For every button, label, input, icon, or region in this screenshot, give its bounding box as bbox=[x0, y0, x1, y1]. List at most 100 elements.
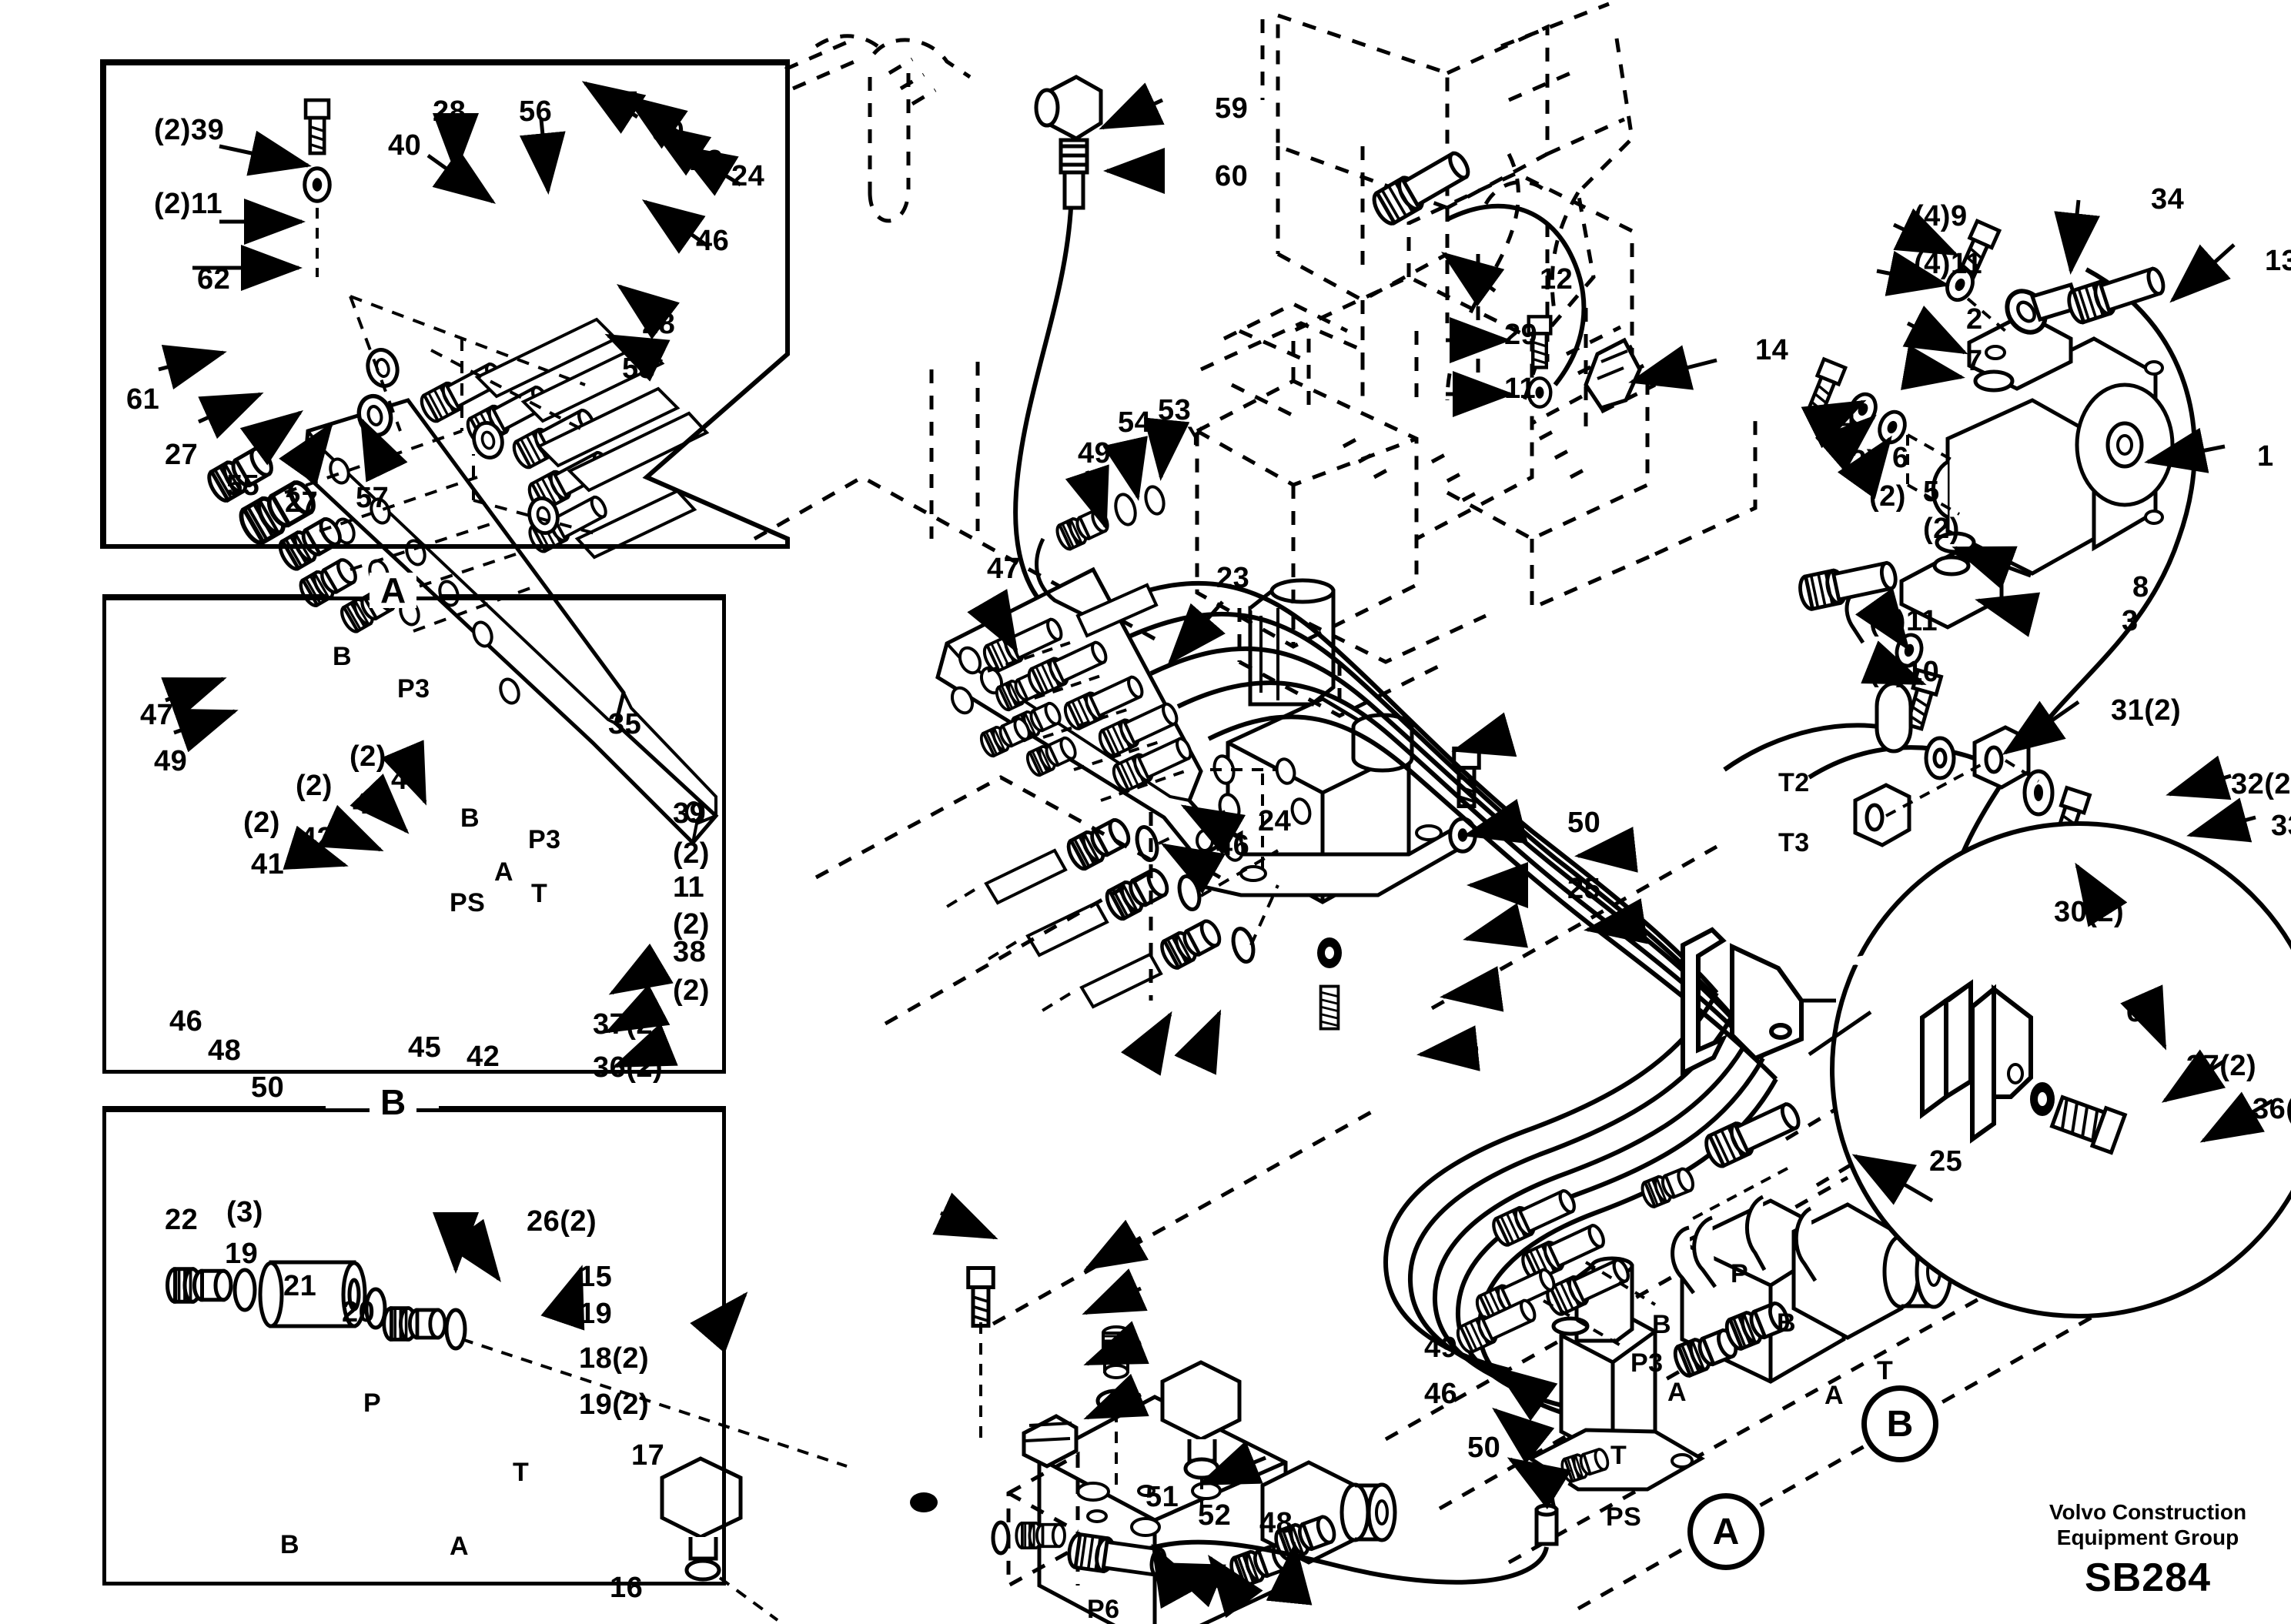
callout-detail-a-a-Bp: B bbox=[460, 804, 480, 833]
callout-pump-p-6: 6 bbox=[1892, 442, 1909, 474]
callout-detail-a-a-p2c: (2) bbox=[243, 807, 280, 839]
callout-detail-a-a-41: 41 bbox=[251, 848, 285, 881]
callout-detail-a-a-46: 46 bbox=[169, 1005, 203, 1038]
callout-main-m-51: 51 bbox=[1146, 1481, 1179, 1513]
callout-main-m-B: B bbox=[1652, 1310, 1672, 1339]
callout-detail-a-a-p2a: (2) bbox=[350, 740, 386, 773]
callout-pump-p-32: 32(2) bbox=[2231, 768, 2291, 800]
detail-b-rule-left bbox=[102, 1106, 326, 1110]
callout-detail-b-b-3: (3) bbox=[226, 1196, 263, 1228]
callout-main-m-60: 60 bbox=[1215, 160, 1249, 192]
callout-detail-a-a-36: 36(2) bbox=[593, 1051, 664, 1084]
callout-top-left-tl-60: 60 bbox=[651, 115, 685, 148]
callout-pump-p-1: 1 bbox=[2257, 440, 2274, 473]
callout-top-left-tl-24: 24 bbox=[731, 160, 765, 192]
top-left-panel-art bbox=[205, 100, 719, 846]
callout-detail-b-b-20: 20 bbox=[342, 1296, 376, 1328]
drawing-footer: Volvo Construction Equipment Group SB284 bbox=[2032, 1499, 2263, 1601]
callout-top-left-tl-23: 23 bbox=[690, 145, 724, 177]
callout-pump-p-11b: (4)11 bbox=[1869, 605, 1938, 637]
callout-main-m-A: A bbox=[1667, 1378, 1687, 1407]
callout-top-left-tl-57: 57 bbox=[356, 482, 390, 514]
callout-detail-b-b-19c: 19(2) bbox=[579, 1388, 650, 1421]
detail-a-header: A bbox=[370, 573, 417, 608]
callout-pump-p-33: 33(2) bbox=[2271, 810, 2291, 842]
callout-main-m-Bb: B bbox=[1777, 1308, 1797, 1338]
callout-circle-detail-c-63: 63 bbox=[2126, 996, 2160, 1028]
callout-detail-b-b-15: 15 bbox=[579, 1261, 613, 1293]
callout-top-left-tl-56: 56 bbox=[519, 95, 553, 128]
reference-marker-a-label: A bbox=[1712, 1511, 1740, 1552]
callout-top-left-tl-47: 47 bbox=[605, 86, 639, 119]
callout-detail-a-a-T: T bbox=[531, 879, 548, 908]
callout-detail-a-a-38n: (2) bbox=[673, 974, 710, 1007]
callout-detail-a-a-49: 49 bbox=[154, 745, 188, 777]
callout-main-m-Ab: A bbox=[1824, 1381, 1845, 1410]
callout-detail-a-a-p2b: (2) bbox=[296, 770, 333, 802]
callout-top-left-tl-27b: 27 bbox=[285, 486, 319, 519]
callout-main-m-11: 11 bbox=[1504, 373, 1537, 405]
callout-top-left-tl-28b: 28 bbox=[642, 308, 676, 340]
callout-main-m-T3: T3 bbox=[1778, 828, 1810, 857]
callout-main-m-Tb: T bbox=[1877, 1356, 1894, 1385]
reference-marker-b-label: B bbox=[1886, 1403, 1914, 1445]
footer-company-line2: Equipment Group bbox=[2056, 1525, 2239, 1550]
callout-top-left-tl-27a: 27 bbox=[165, 439, 199, 471]
callout-pump-p-30: 30(2) bbox=[2054, 896, 2125, 928]
callout-detail-b-b-T: T bbox=[513, 1458, 530, 1487]
callout-detail-a-a-42b: 42 bbox=[467, 1041, 500, 1073]
callout-detail-a-a-Ap: A bbox=[494, 857, 514, 887]
callout-main-m-23: 23 bbox=[1216, 562, 1250, 594]
callout-main-m-52: 52 bbox=[1198, 1499, 1232, 1532]
callout-main-m-50b: 50 bbox=[1467, 1432, 1501, 1464]
callout-main-m-49b: 49 bbox=[1424, 1332, 1458, 1364]
callout-detail-b-b-19a: 19 bbox=[225, 1238, 259, 1270]
callout-detail-b-b-21: 21 bbox=[283, 1270, 317, 1302]
callout-pump-p-4: 4 bbox=[1840, 405, 1857, 437]
callout-detail-a-a-47: 47 bbox=[140, 699, 174, 731]
callout-detail-a-a-11n: (2) bbox=[673, 908, 710, 941]
callout-detail-b-b-18: 18(2) bbox=[579, 1342, 650, 1375]
callout-detail-a-a-39n: (2) bbox=[673, 837, 710, 870]
callout-detail-b-b-22: 22 bbox=[165, 1204, 199, 1236]
reference-marker-b: B bbox=[1861, 1385, 1938, 1462]
callout-main-m-25: 25 bbox=[1567, 873, 1601, 905]
callout-main-m-47: 47 bbox=[987, 553, 1021, 585]
callout-main-m-25b: 25 bbox=[1929, 1145, 1963, 1178]
detail-b-rule-right bbox=[439, 1106, 726, 1110]
callout-pump-p-11: (4)11 bbox=[1914, 248, 1983, 280]
callout-pump-p-5: 5 bbox=[1923, 476, 1940, 508]
callout-main-m-48: 48 bbox=[1259, 1507, 1293, 1539]
callout-detail-a-a-50: 50 bbox=[251, 1071, 285, 1104]
callout-detail-a-a-PS: PS bbox=[450, 888, 486, 917]
callout-main-m-12: 12 bbox=[1540, 263, 1574, 296]
callout-main-m-59: 59 bbox=[1215, 92, 1249, 125]
callout-detail-a-a-38: 38 bbox=[673, 936, 707, 968]
callout-circle-detail-c-37: 37(2) bbox=[2186, 1050, 2257, 1082]
callout-main-m-T2: T2 bbox=[1778, 768, 1810, 797]
callout-top-left-tl-46: 46 bbox=[696, 225, 730, 257]
callout-detail-a-a-B: B bbox=[333, 642, 353, 671]
callout-detail-b-b-19b: 19 bbox=[579, 1298, 613, 1330]
callout-detail-a-a-45: 45 bbox=[408, 1031, 442, 1064]
callout-detail-b-b-P: P bbox=[363, 1388, 382, 1418]
callout-pump-p-10: (4)10 bbox=[1869, 656, 1940, 688]
callout-pump-p-2: 2 bbox=[1966, 303, 1983, 336]
callout-detail-b-b-A: A bbox=[450, 1532, 470, 1561]
circle-detail-63 bbox=[1801, 821, 2291, 1318]
callout-main-m-P6: P6 bbox=[1087, 1595, 1120, 1624]
callout-detail-a-a-44: 44 bbox=[391, 764, 425, 796]
panel-detail-a bbox=[102, 596, 726, 1074]
callout-main-m-PS: PS bbox=[1606, 1502, 1642, 1532]
callout-top-left-tl-40: 40 bbox=[388, 129, 422, 162]
callout-detail-a-a-35: 35 bbox=[608, 708, 642, 740]
callout-main-m-49: 49 bbox=[1078, 437, 1112, 469]
callout-top-left-tl-28a: 28 bbox=[433, 95, 467, 128]
callout-pump-p-8: 8 bbox=[2132, 571, 2149, 603]
callout-top-left-tl-55: 55 bbox=[226, 469, 260, 502]
callout-detail-a-a-11: 11 bbox=[673, 871, 705, 904]
callout-pump-p-9: (4)9 bbox=[1914, 200, 1968, 232]
callout-top-left-tl-58: 58 bbox=[622, 353, 656, 385]
bottom-valve-group bbox=[991, 1098, 1953, 1585]
